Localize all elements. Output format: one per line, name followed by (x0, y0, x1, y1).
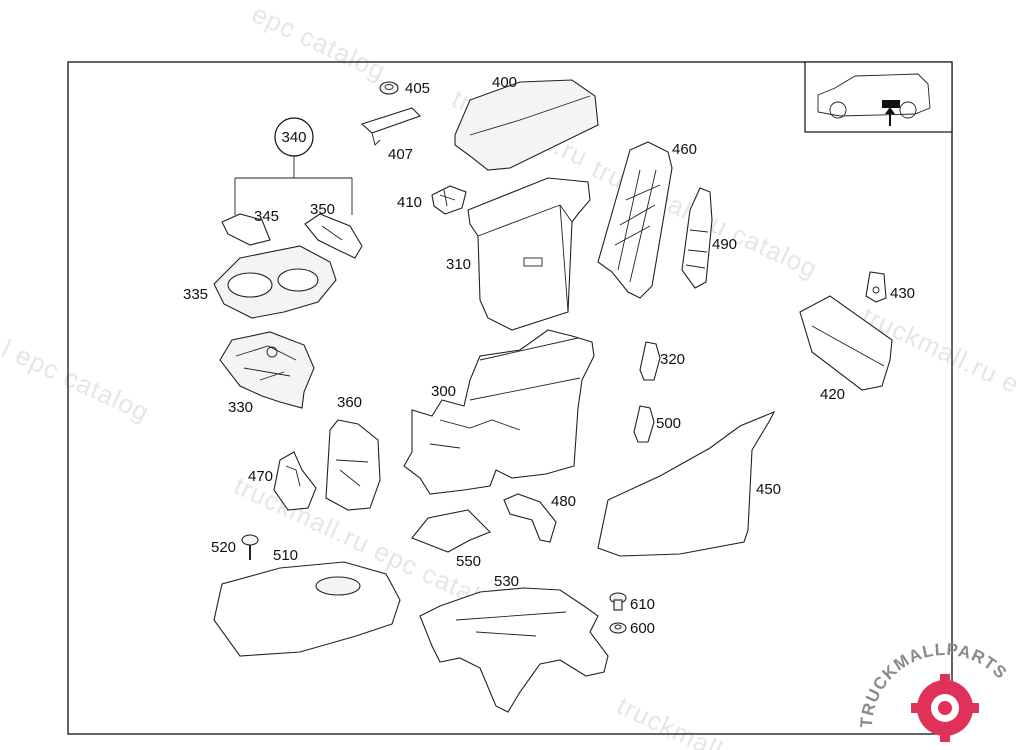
part-300-console-frame[interactable] (403, 329, 595, 495)
part-510-base-cover[interactable] (213, 561, 401, 657)
truckmallparts-logo: TRUCKMALLPARTS (857, 640, 1010, 742)
part-490-bracket[interactable] (681, 187, 713, 289)
part-410-latch[interactable] (431, 185, 467, 215)
label-350: 350 (310, 201, 335, 218)
label-320: 320 (660, 351, 685, 368)
label-420: 420 (820, 386, 845, 403)
watermark: l epc catalog (0, 333, 154, 427)
label-520: 520 (211, 539, 236, 556)
part-320-clip[interactable] (639, 341, 661, 381)
label-600: 600 (630, 620, 655, 637)
vehicle-outline-icon (817, 73, 931, 119)
part-520-screw[interactable] (241, 534, 259, 560)
part-500-clip[interactable] (633, 405, 655, 443)
label-407: 407 (388, 146, 413, 163)
part-310-storage-box[interactable] (467, 177, 591, 331)
part-530-frame[interactable] (419, 587, 609, 713)
part-360-panel[interactable] (325, 419, 381, 511)
location-arrow-icon (885, 107, 895, 126)
label-550: 550 (456, 553, 481, 570)
watermark: truckmall.ru (612, 690, 757, 750)
part-labels: 405 400 407 345 350 410 460 310 490 335 … (183, 74, 915, 637)
group-label: 340 (281, 129, 306, 146)
part-420-tray[interactable] (799, 295, 893, 391)
label-460: 460 (672, 141, 697, 158)
part-550-pad[interactable] (411, 509, 491, 553)
label-490: 490 (712, 236, 737, 253)
gear-logo-icon (911, 674, 979, 742)
label-400: 400 (492, 74, 517, 91)
part-450-side-panel[interactable] (597, 410, 776, 557)
part-330-mechanism[interactable] (219, 331, 315, 409)
part-405-clip[interactable] (379, 81, 399, 95)
label-500: 500 (656, 415, 681, 432)
label-335: 335 (183, 286, 208, 303)
label-405: 405 (405, 80, 430, 97)
label-430: 430 (890, 285, 915, 302)
label-410: 410 (397, 194, 422, 211)
label-480: 480 (551, 493, 576, 510)
vehicle-locator-inset (804, 61, 953, 133)
label-450: 450 (756, 481, 781, 498)
label-360: 360 (337, 394, 362, 411)
part-430-clip[interactable] (865, 271, 887, 303)
label-300: 300 (431, 383, 456, 400)
part-600-nut[interactable] (609, 622, 627, 634)
label-345: 345 (254, 208, 279, 225)
part-400-armrest-lid[interactable] (454, 79, 599, 171)
group-340: 340 (234, 117, 353, 215)
diagram-frame (67, 61, 953, 735)
part-470-bracket[interactable] (273, 451, 317, 511)
label-510: 510 (273, 547, 298, 564)
label-470: 470 (248, 468, 273, 485)
part-610-bolt[interactable] (609, 592, 627, 611)
part-335-cupholder-trim[interactable] (213, 245, 337, 319)
part-480-bracket[interactable] (503, 493, 557, 543)
part-345-pad[interactable] (221, 213, 271, 246)
part-350-insert[interactable] (304, 213, 363, 259)
watermark: epc catalog (247, 0, 390, 86)
label-330: 330 (228, 399, 253, 416)
label-310: 310 (446, 256, 471, 273)
part-460-side-trim[interactable] (597, 141, 673, 299)
part-407-cover[interactable] (360, 107, 422, 146)
label-610: 610 (630, 596, 655, 613)
label-530: 530 (494, 573, 519, 590)
